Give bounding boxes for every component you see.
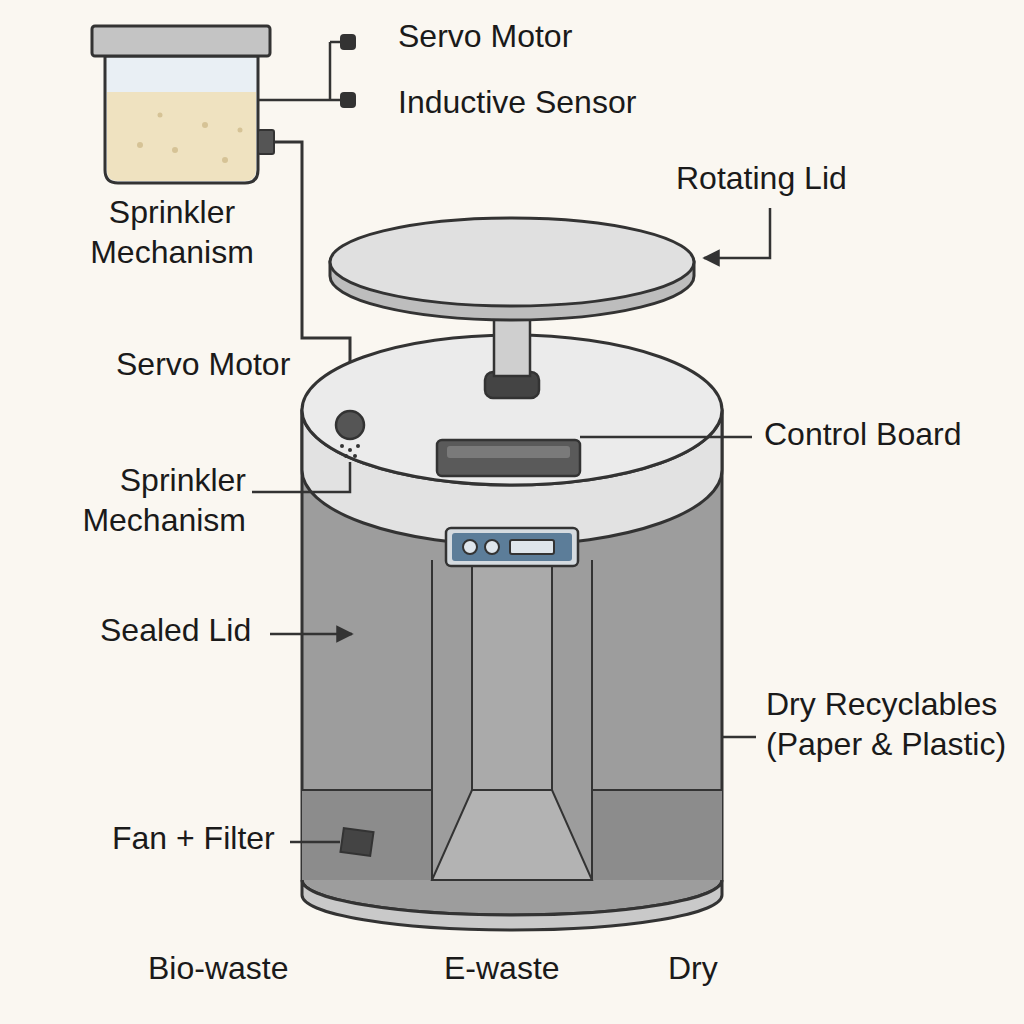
compartment-label: Bio-waste [148,948,289,988]
sprinkler-tank [92,26,274,183]
part-label: Sprinkler Mechanism [77,192,267,272]
part-label: Fan + Filter [112,818,275,858]
part-label: Sealed Lid [100,610,251,650]
part-label: Sprinkler Mechanism [56,460,246,540]
part-label: Dry Recyclables (Paper & Plastic) [766,684,1014,764]
part-label: Inductive Sensor [398,82,636,122]
sprinkler-nozzle [340,444,360,458]
leader-line [252,208,770,842]
part-label: Control Board [764,414,961,454]
part-label: Rotating Lid [676,158,847,198]
bin-body [302,335,722,930]
rotating-lid [330,218,694,398]
plug-symbol [340,92,356,108]
sensor-wires [258,42,340,100]
compartment-label: Dry [668,948,718,988]
control-board [447,446,570,458]
fan-filter [340,828,373,856]
part-label: Servo Motor [116,344,290,384]
control-board [437,440,580,476]
plug-symbol [340,34,356,50]
servo-motor [336,411,364,439]
compartment-label: E-waste [444,948,560,988]
part-label: Servo Motor [398,16,572,56]
control-panel [446,528,578,566]
